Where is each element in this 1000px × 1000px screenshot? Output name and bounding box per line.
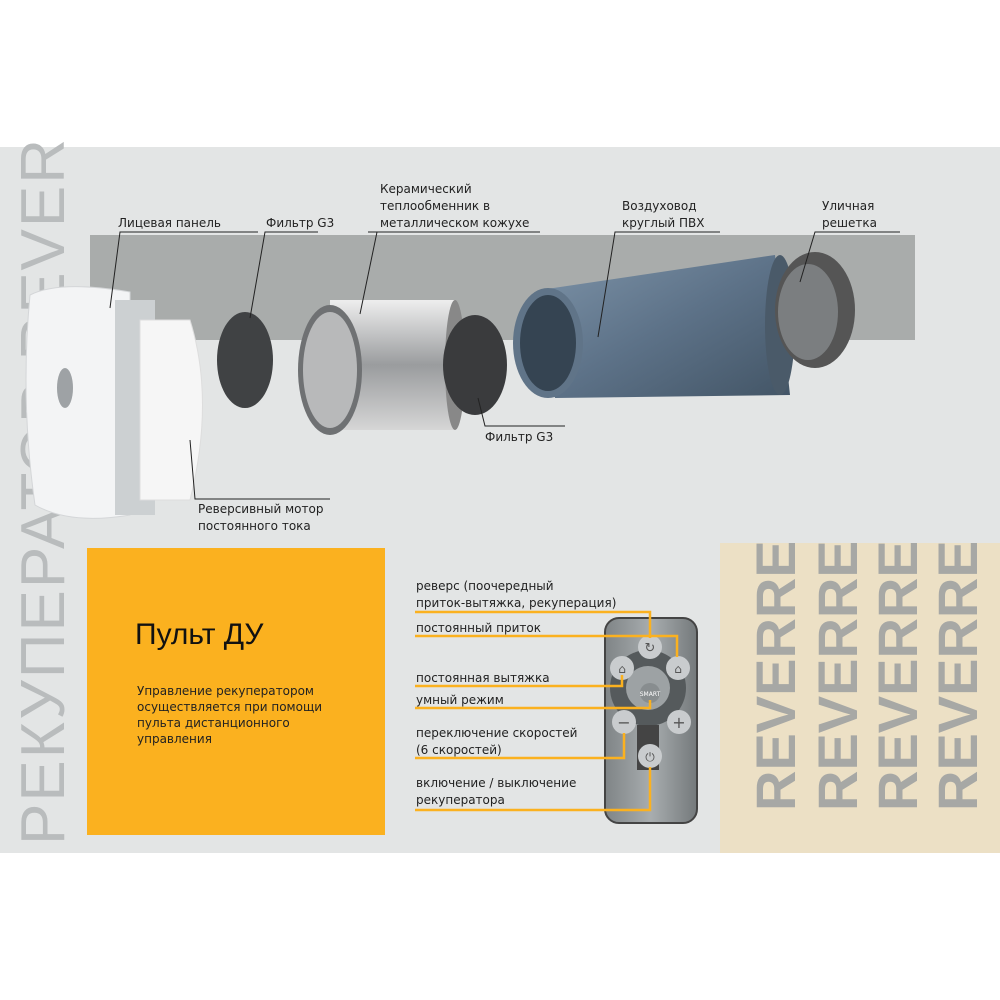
label-filter-2: Фильтр G3: [485, 430, 554, 444]
remote-label-reverse-2: приток-вытяжка, рекуперация): [416, 596, 617, 610]
svg-text:SMART: SMART: [640, 691, 661, 698]
leader-lines: [109, 231, 900, 500]
remote-exhaust-button[interactable]: ⌂: [610, 656, 634, 680]
label-motor-1: Реверсивный мотор: [198, 502, 324, 516]
remote-label-speed-1: переключение скоростей: [416, 726, 578, 740]
label-front-panel: Лицевая панель: [118, 216, 222, 230]
remote-callout-lines: [415, 610, 679, 812]
front-panel: [25, 286, 203, 519]
remote-supply-button[interactable]: ⌂: [666, 656, 690, 680]
brand-pattern-text: REVERREVERREVERREVER: [744, 543, 807, 811]
remote-label-reverse-1: реверс (поочередный: [416, 579, 554, 593]
outdoor-grille: [775, 252, 855, 368]
supply-house-icon: ⌂: [674, 662, 682, 676]
brand-pattern-text: REVERREVERREVERREVER: [926, 543, 989, 811]
remote-plus-button[interactable]: +: [667, 710, 691, 734]
power-icon: ⏻: [645, 750, 655, 764]
filter-g3-disc-1: [217, 312, 273, 408]
remote-label-power-1: включение / выключение: [416, 776, 577, 790]
remote-description: Управление рекуператором осуществляется …: [137, 684, 323, 746]
remote-title: Пульт ДУ: [135, 618, 264, 651]
label-ceramic-3: металлическом кожухе: [380, 216, 530, 230]
remote-label-exhaust: постоянная вытяжка: [416, 671, 550, 685]
pvc-duct: [513, 255, 795, 398]
label-duct-1: Воздуховод: [622, 199, 697, 213]
svg-text:+: +: [672, 713, 685, 732]
filter-g3-disc-2: [443, 315, 507, 415]
remote-label-supply: постоянный приток: [416, 621, 541, 635]
remote-label-power-2: рекуператора: [416, 793, 505, 807]
brand-pattern-text: REVERREVERREVERREVER: [806, 543, 869, 811]
label-ceramic-2: теплообменник в: [380, 199, 491, 213]
remote-reverse-button[interactable]: ↻: [638, 635, 662, 659]
remote-smart-button[interactable]: SMART: [640, 683, 661, 703]
remote-label-speed-2: (6 скоростей): [416, 743, 502, 757]
brand-pattern-text: REVERREVERREVERREVER: [866, 543, 929, 811]
label-filter-1: Фильтр G3: [266, 216, 335, 230]
remote-info-box: Пульт ДУ Управление рекуператором осущес…: [87, 548, 385, 835]
ceramic-heat-exchanger: [298, 300, 465, 435]
brand-pattern-box: REVERREVERREVERREVER REVERREVERREVERREVE…: [720, 543, 1000, 853]
remote-label-smart: умный режим: [416, 693, 504, 707]
label-ceramic-1: Керамический: [380, 182, 472, 196]
reverse-icon: ↻: [645, 641, 656, 656]
label-grille-1: Уличная: [822, 199, 875, 213]
exhaust-house-icon: ⌂: [618, 662, 626, 676]
label-grille-2: решетка: [822, 216, 877, 230]
remote-power-button[interactable]: ⏻: [638, 744, 662, 768]
svg-text:−: −: [617, 713, 630, 732]
label-motor-2: постоянного тока: [198, 519, 311, 533]
label-duct-2: круглый ПВХ: [622, 216, 705, 230]
remote-minus-button[interactable]: −: [612, 710, 636, 734]
